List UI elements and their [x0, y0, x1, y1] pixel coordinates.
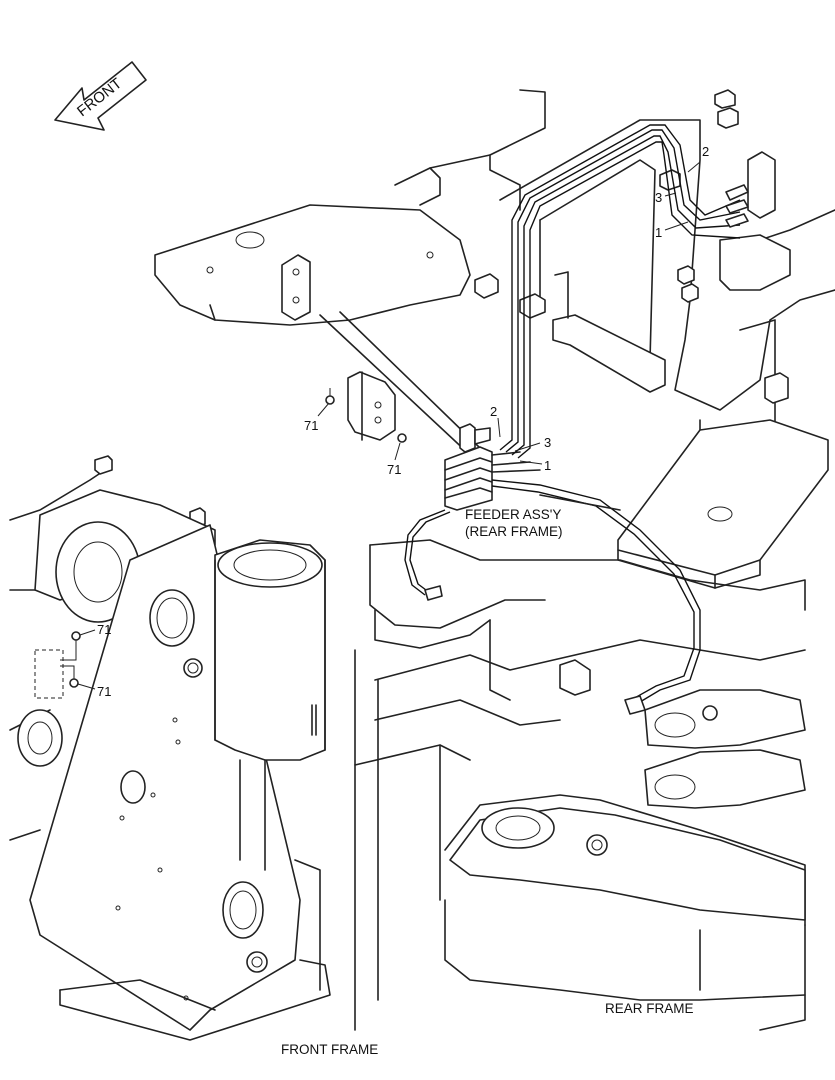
- part-no-bolt-71-d: 71: [97, 684, 111, 699]
- feeder-assembly-label: FEEDER ASS'Y: [465, 507, 561, 522]
- grease-fittings: [60, 388, 407, 688]
- part-no-hose-2-mid: 2: [490, 404, 497, 419]
- part-no-hose-3-top: 3: [655, 190, 662, 205]
- rear-frame-structure: [354, 89, 835, 1031]
- part-no-bolt-71-c: 71: [97, 622, 111, 637]
- upper-bracket-plate: [154, 204, 481, 456]
- leader-lines: [77, 161, 701, 690]
- part-number-labels: 2 3 1 2 3 1 71 71 71 71: [97, 144, 709, 699]
- part-no-bolt-71-a: 71: [304, 418, 318, 433]
- front-frame-structure: [9, 455, 331, 1041]
- front-direction-arrow: FRONT: [54, 61, 147, 131]
- callout-labels: FEEDER ASS'Y (REAR FRAME) REAR FRAME FRO…: [281, 507, 694, 1057]
- feeder-assembly: [444, 423, 541, 511]
- part-no-hose-3-mid: 3: [544, 435, 551, 450]
- rear-frame-label: REAR FRAME: [605, 1001, 694, 1016]
- part-no-hose-1-mid: 1: [544, 458, 551, 473]
- feeder-assembly-sublabel: (REAR FRAME): [465, 524, 563, 539]
- part-no-hose-1-top: 1: [655, 225, 662, 240]
- feeder-mount-bracket: [347, 371, 396, 441]
- part-no-hose-2-top: 2: [702, 144, 709, 159]
- lube-hose-bundle: [499, 124, 749, 459]
- part-no-bolt-71-b: 71: [387, 462, 401, 477]
- front-frame-label: FRONT FRAME: [281, 1042, 378, 1057]
- grease-lines-lower: [404, 479, 701, 715]
